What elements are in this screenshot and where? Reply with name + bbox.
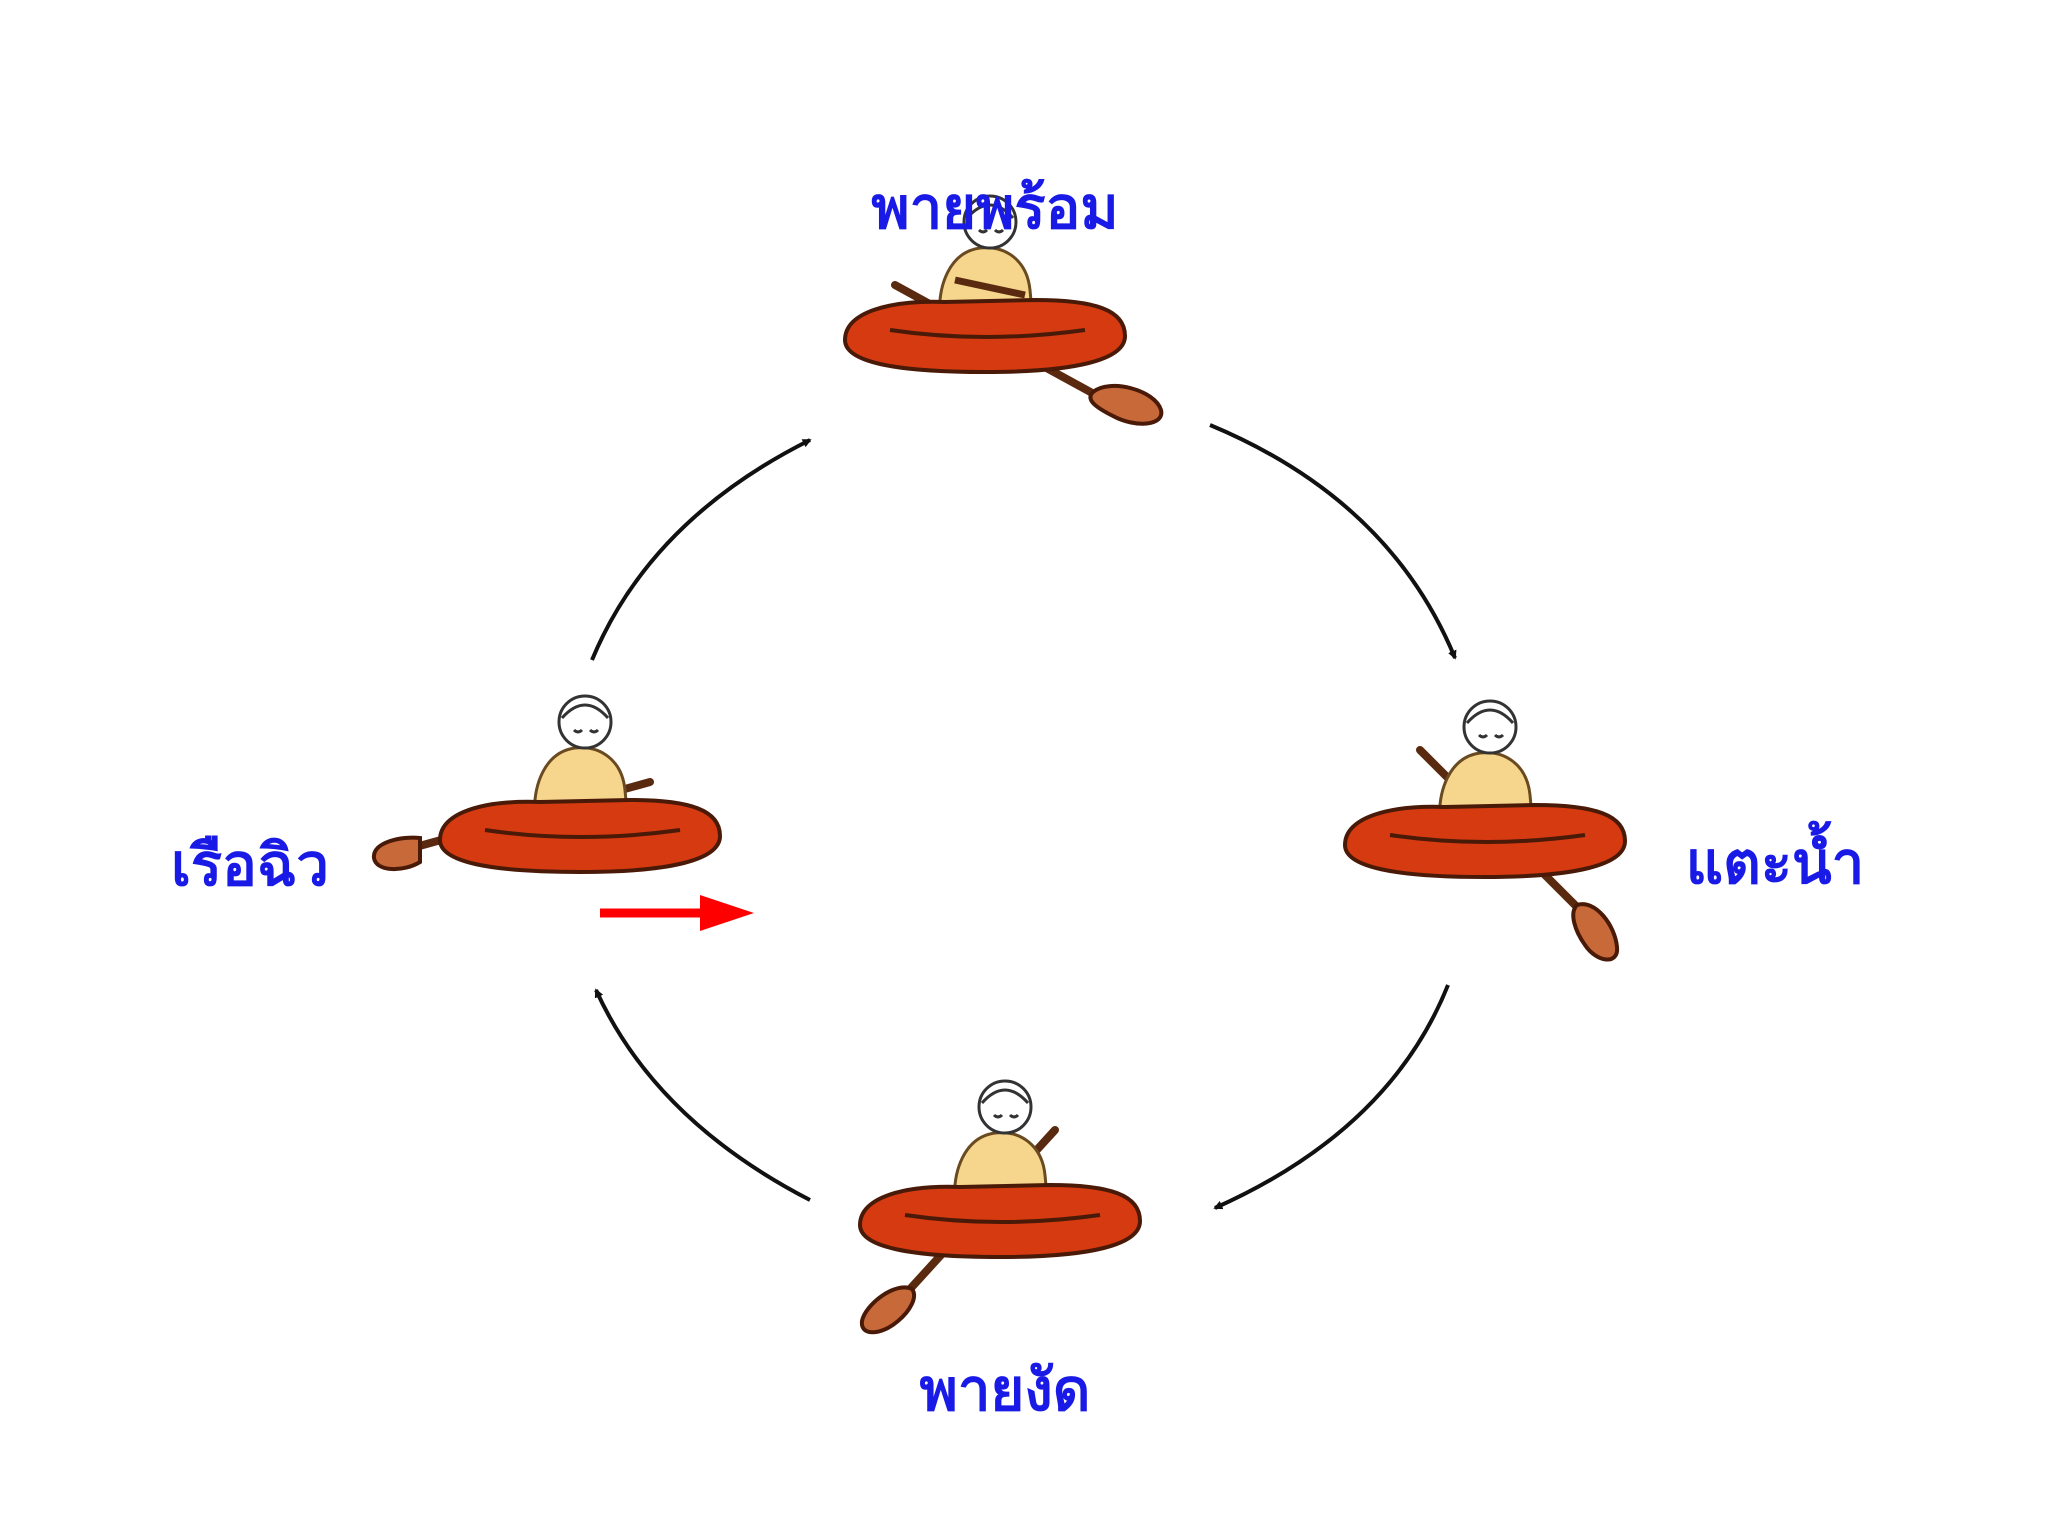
forward-arrow-icon: [600, 895, 754, 931]
arc-left-to-top: [590, 438, 812, 661]
arc-bottom-to-left: [594, 988, 811, 1202]
stage-label-left: เรือฉิว: [171, 831, 329, 899]
arc-top-to-right: [1209, 423, 1457, 660]
kayaker-paddle-forward-icon: [843, 194, 1164, 426]
kayaker-pull-icon: [858, 1079, 1142, 1335]
stage-label-top: พายพร้อม: [871, 174, 1118, 242]
kayaker-glide-icon: [372, 694, 722, 874]
arc-right-to-bottom: [1213, 984, 1450, 1210]
stage-label-bottom: พายงัด: [920, 1356, 1091, 1424]
stage-label-right: แตะน้ำ: [1686, 821, 1864, 897]
cycle-arcs: [590, 423, 1457, 1210]
kayaker-catch-icon: [1343, 699, 1627, 962]
